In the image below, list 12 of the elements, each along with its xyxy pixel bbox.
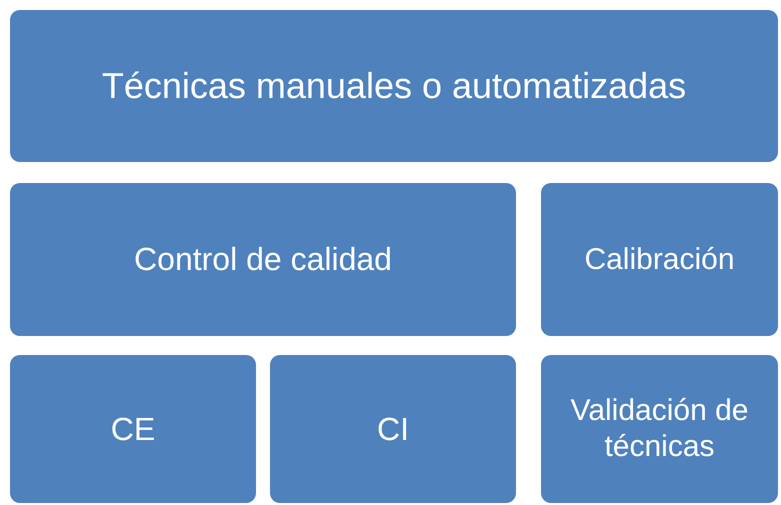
process-box xyxy=(10,10,778,162)
box-label: CE xyxy=(110,410,156,448)
box-label: Control de calidad xyxy=(134,240,392,279)
process-box xyxy=(270,355,516,503)
box-label: CI xyxy=(377,410,409,448)
process-box xyxy=(10,355,256,503)
process-box xyxy=(541,355,778,503)
box-label: Validación de técnicas xyxy=(570,393,750,465)
box-label: Calibración xyxy=(584,242,735,278)
process-box xyxy=(10,183,516,336)
process-box xyxy=(541,183,778,336)
box-label: Técnicas manuales o automatizadas xyxy=(102,64,686,108)
